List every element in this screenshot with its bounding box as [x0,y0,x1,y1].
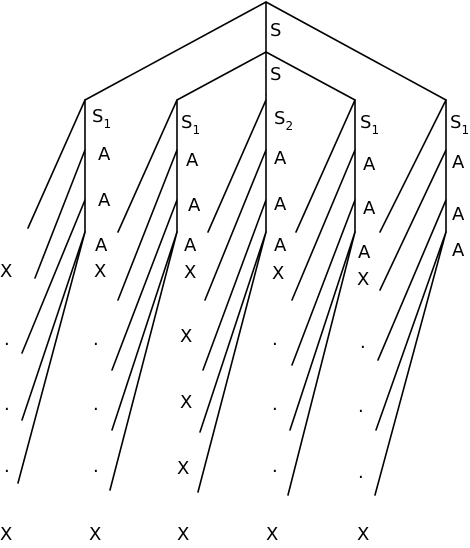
hatch-line [204,149,267,301]
hatch-line [27,99,86,229]
column-1-label: S1 [92,106,111,131]
root-inner-label: S [270,64,281,85]
column-2-a1: A [186,150,199,171]
column-1: S1 A A A X X . . . X [0,106,111,545]
edge-root-left [84,1,267,101]
column-1-a2: A [98,190,111,211]
hatch-line [375,231,447,431]
hatch-line [34,149,86,279]
column-5-a2: A [452,204,465,225]
hatch-line [117,99,178,233]
column-4-bottom: X [357,524,369,545]
column-3-a2: A [274,194,287,215]
column-2-x1: X [184,262,196,283]
root-outer-label: S [270,20,281,41]
column-4-x1: X [357,269,369,290]
column-4-label: S1 [360,112,379,137]
column-1-d1: . [93,329,99,350]
column-5: S1 A A A . . . X [357,112,469,545]
column-1-x1: X [94,261,106,282]
hatch-line [21,231,86,421]
column-1-a1: A [98,144,111,165]
hatch-line [21,199,86,354]
column-4-d1: . [360,332,366,353]
hatch-line [291,149,356,301]
hatch-line [295,99,356,233]
column-5-a3: A [452,240,465,261]
hatch-line [374,231,447,496]
column-4-d3: . [358,462,364,483]
hatch-line [199,231,267,433]
column-0-d3: . [4,456,10,477]
tree-edges [17,1,447,496]
hatch-line [111,199,178,371]
hatch-line [287,231,356,496]
hatch-line [379,149,447,291]
column-4-a1: A [363,154,376,175]
hatch-line [291,199,356,366]
column-2-d2: X [180,392,192,413]
hatch-line [17,231,86,484]
column-4-a3: A [358,242,371,263]
column-5-label: S1 [450,112,469,137]
column-1-d3: . [93,456,99,477]
column-2-a3: A [184,235,197,256]
hatch-line [117,149,178,301]
column-4: S1 A A A X . . . X [266,112,379,545]
column-3-bottom: X [266,524,278,545]
column-1-d2: . [93,394,99,415]
column-5-a1: A [452,152,465,173]
column-3-x1: X [272,263,284,284]
hatch-line [289,231,356,431]
column-2-label: S1 [181,112,200,137]
hatch-line [111,231,178,431]
hatch-line [207,99,267,233]
column-3-label: S2 [274,108,293,133]
column-2-d3: X [177,458,189,479]
column-2: S1 A A A X . . . X [89,112,201,545]
column-3-d2: . [272,394,278,415]
hatch-line [377,199,447,361]
column-3-a1: A [274,148,287,169]
column-2-bottom: X [177,524,189,545]
column-1-bottom: X [89,524,101,545]
column-0-d1: . [4,329,10,350]
column-2-a2: A [188,195,201,216]
edge-root-right [265,1,447,101]
edge-inner-right [265,51,356,101]
column-2-d1: X [180,326,192,347]
column-1-a3: A [95,235,108,256]
column-3-a3: A [274,235,287,256]
column-0-x1: X [0,261,12,282]
column-3-d1: . [272,329,278,350]
column-3: S2 A A A X X X X X [177,108,293,545]
hatch-line [379,99,447,233]
column-4-a2: A [363,198,376,219]
column-0-d2: . [4,394,10,415]
column-3-d3: . [272,456,278,477]
column-4-d2: . [358,396,364,417]
column-0-bottom: X [0,524,12,545]
hatch-line [202,199,267,371]
edge-inner-left [176,51,267,101]
hatch-line [109,231,178,491]
hatch-line [197,231,267,493]
